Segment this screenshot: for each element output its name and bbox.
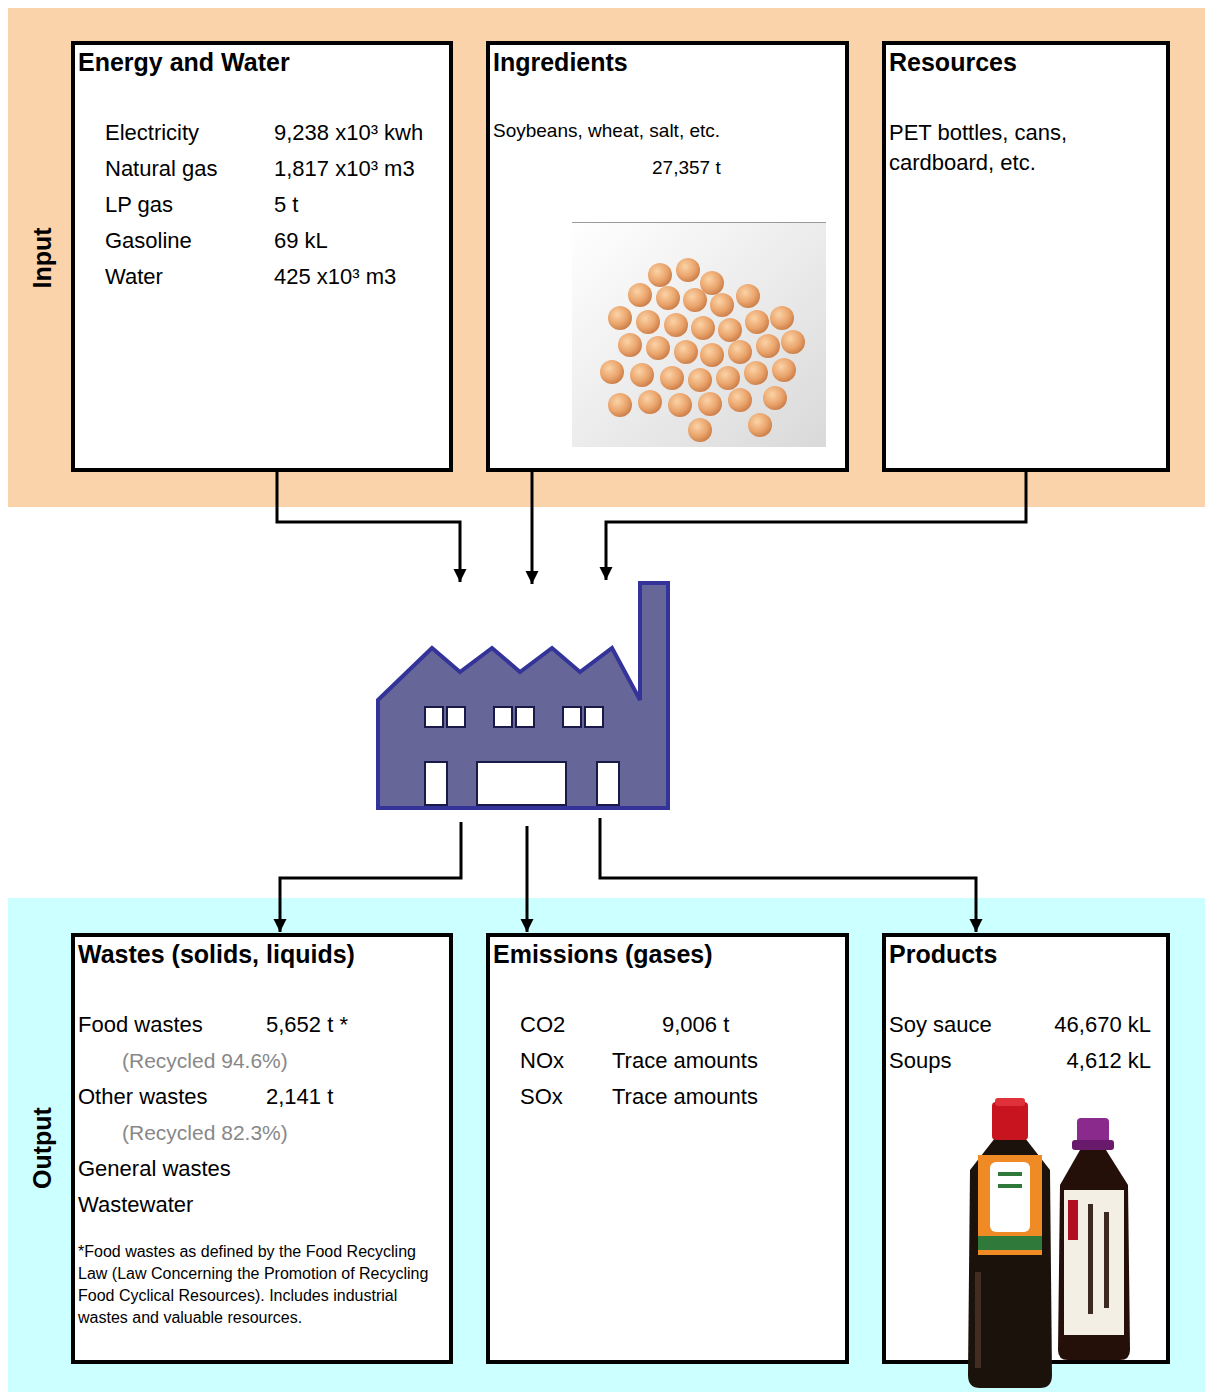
item-text: 5 t xyxy=(274,187,446,223)
recycling-rate: (Recycled 94.6%) xyxy=(78,1043,446,1079)
item-text: SOx xyxy=(520,1079,612,1115)
emissions-box: Emissions (gases) CO29,006 tNOxTrace amou… xyxy=(486,933,849,1364)
item-text: 27,357 t xyxy=(493,149,842,186)
factory-icon xyxy=(378,583,668,808)
band-label: Output xyxy=(28,1107,57,1189)
item-text: Soups xyxy=(889,1043,1054,1079)
item-text: 5,652 t * xyxy=(266,1007,446,1043)
box-heading: Ingredients xyxy=(493,45,842,79)
item-text: 9,006 t xyxy=(612,1007,842,1043)
output-band: Output Wastes (solids, liquids) Food waste… xyxy=(8,898,1205,1392)
item-grid: Soy sauce46,670 kLSoups 4,612 kL xyxy=(889,1007,1151,1079)
wastes-box: Wastes (solids, liquids) Food wastes5,652… xyxy=(71,933,453,1364)
item-grid: PET bottles, cans, cardboard, etc. xyxy=(889,118,1163,178)
item-text: CO2 xyxy=(520,1007,612,1043)
input-band: Input Energy and WaterElectricity9,238 x1… xyxy=(8,8,1205,507)
bottle-photo xyxy=(968,1098,1130,1388)
item-text: 4,612 kL xyxy=(1067,1043,1151,1079)
item-text: Natural gas xyxy=(105,151,274,187)
item-text: 46,670 kL xyxy=(1054,1007,1151,1043)
item-text: Water xyxy=(105,259,274,295)
ingredients-box: IngredientsSoybeans, wheat, salt, etc.27… xyxy=(486,41,849,472)
footnote: *Food wastes as defined by the Food Recy… xyxy=(78,1241,446,1329)
products-box: ProductsSoy sauce46,670 kLSoups 4,612 kL xyxy=(882,933,1170,1364)
item-text: 1,817 x10³ m3 xyxy=(274,151,446,187)
item-text: LP gas xyxy=(105,187,274,223)
item-grid: CO29,006 tNOxTrace amountsSOxTrace amoun… xyxy=(520,1007,842,1115)
soybean-photo xyxy=(572,222,826,447)
item-text: NOx xyxy=(520,1043,612,1079)
item-text: 2,141 t xyxy=(266,1079,446,1115)
energy-water-box: Energy and WaterElectricity9,238 x10³ kw… xyxy=(71,41,453,472)
item-text: 425 x10³ m3 xyxy=(274,259,446,295)
item-text: General wastes xyxy=(78,1151,446,1187)
item-grid: Electricity9,238 x10³ kwhNatural gas1,81… xyxy=(105,115,446,295)
recycling-rate: (Recycled 82.3%) xyxy=(78,1115,446,1151)
item-text: Trace amounts xyxy=(612,1079,842,1115)
item-grid: Soybeans, wheat, salt, etc.27,357 t xyxy=(493,112,842,186)
item-text: Electricity xyxy=(105,115,274,151)
item-text: Soybeans, wheat, salt, etc. xyxy=(493,112,842,149)
box-heading: Energy and Water xyxy=(78,45,446,79)
box-heading: Resources xyxy=(889,45,1163,79)
item-text: Food wastes xyxy=(78,1007,266,1043)
item-grid: Food wastes5,652 t *(Recycled 94.6%)Othe… xyxy=(78,1007,446,1223)
box-heading: Products xyxy=(889,937,1163,971)
item-text: Gasoline xyxy=(105,223,274,259)
resources-box: ResourcesPET bottles, cans, cardboard, e… xyxy=(882,41,1170,472)
item-text: Soy sauce xyxy=(889,1007,1054,1043)
item-text: 9,238 x10³ kwh xyxy=(274,115,446,151)
box-heading: Emissions (gases) xyxy=(493,937,842,971)
item-text: 69 kL xyxy=(274,223,446,259)
item-text: Trace amounts xyxy=(612,1043,842,1079)
box-heading: Wastes (solids, liquids) xyxy=(78,937,446,971)
band-label: Input xyxy=(28,227,57,288)
item-text: Other wastes xyxy=(78,1079,266,1115)
flow-arrows xyxy=(277,472,1026,932)
item-text: PET bottles, cans, cardboard, etc. xyxy=(889,118,1163,178)
item-text: Wastewater xyxy=(78,1187,446,1223)
